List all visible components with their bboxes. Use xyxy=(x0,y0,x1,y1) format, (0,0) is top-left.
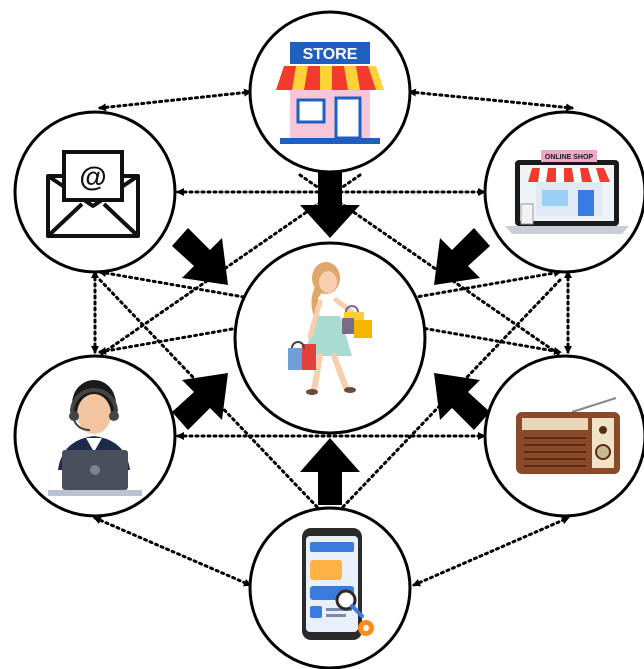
shopper-woman-icon xyxy=(288,262,372,395)
mobile-app-icon xyxy=(302,528,374,640)
online-shop-laptop-icon: ONLINE SHOP xyxy=(505,150,629,234)
arrow-from-store xyxy=(300,172,360,238)
email-envelope-icon: @ xyxy=(46,150,140,238)
arrow-from-email xyxy=(172,228,228,285)
arrow-from-call-center xyxy=(172,373,228,430)
radio-icon xyxy=(516,397,620,474)
influence-arrows xyxy=(172,172,490,505)
arrow-from-radio xyxy=(434,373,490,430)
arrow-from-mobile xyxy=(300,438,360,505)
store-icon: STORE xyxy=(276,42,384,144)
online-shop-sign-text: ONLINE SHOP xyxy=(545,154,594,161)
store-sign-text: STORE xyxy=(303,46,358,63)
email-at-symbol: @ xyxy=(79,161,106,192)
call-center-agent-icon xyxy=(48,380,142,496)
arrow-from-online-shop xyxy=(434,228,490,285)
call-center-node xyxy=(13,354,177,518)
